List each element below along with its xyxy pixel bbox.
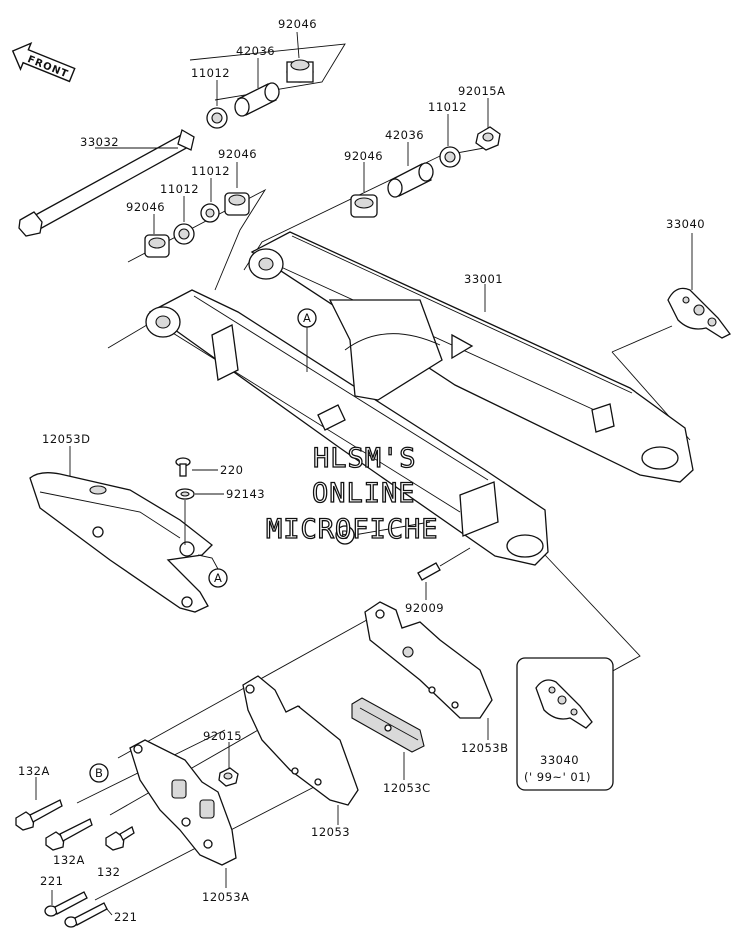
collar-92143: [175, 488, 195, 545]
label-92046-mid: 92046: [218, 147, 257, 161]
bolt-132A-1: [15, 799, 63, 831]
swingarm-33001: [145, 231, 694, 566]
watermark: HLSM'S ONLINE MICROFICHE: [265, 442, 439, 545]
bolt-132: [105, 826, 135, 851]
label-132A-1: 132A: [18, 764, 50, 778]
label-inset-years: (' 99~' 01): [524, 770, 591, 784]
bolt-132A-2: [45, 818, 93, 851]
label-92046-top: 92046: [278, 17, 317, 31]
svg-text:A: A: [214, 571, 222, 585]
label-11012-mid: 11012: [191, 164, 230, 178]
screw-220: [175, 457, 191, 477]
label-132: 132: [97, 865, 120, 879]
reference-marker-a-lower: A: [197, 554, 228, 588]
seal-11012-right: [439, 146, 461, 168]
label-92046-right: 92046: [344, 149, 383, 163]
label-11012-mid2: 11012: [160, 182, 199, 196]
reference-marker-b-upper: B: [335, 521, 431, 545]
label-12053A: 12053A: [202, 890, 249, 904]
leader-lines: [35, 31, 693, 916]
screw-221-1: [44, 891, 88, 917]
pivot-shaft-33032: [18, 129, 195, 237]
label-33040-inset: 33040: [540, 753, 579, 767]
svg-text:B: B: [95, 766, 103, 780]
bearing-92046-mid: [224, 192, 250, 216]
seal-11012-mid: [200, 203, 220, 223]
bearing-92046-right: [350, 194, 378, 218]
seal-11012-top: [206, 107, 228, 129]
label-42036-right: 42036: [385, 128, 424, 142]
label-11012-top: 11012: [191, 66, 230, 80]
collar-42036-top: [234, 82, 280, 117]
label-92015: 92015: [203, 729, 242, 743]
front-arrow-icon: FRONT: [11, 41, 76, 83]
label-12053B: 12053B: [461, 741, 508, 755]
label-33040: 33040: [666, 217, 705, 231]
label-220: 220: [220, 463, 243, 477]
part-labels: 92046 42036 11012 33032 92046 11012 1101…: [18, 17, 705, 924]
stud-92009: [417, 547, 471, 581]
label-92009: 92009: [405, 601, 444, 615]
label-221-1: 221: [40, 874, 63, 888]
chain-guard-12053A: [129, 739, 237, 866]
label-11012-right: 11012: [428, 100, 467, 114]
bearing-92046-top: [286, 59, 314, 83]
reference-marker-b-lower: B: [89, 763, 109, 783]
label-132A-2: 132A: [53, 853, 85, 867]
collar-42036-right: [387, 162, 434, 198]
label-33001: 33001: [464, 272, 503, 286]
label-92143: 92143: [226, 487, 265, 501]
watermark-line-1: HLSM'S: [313, 443, 417, 474]
chain-adjuster-33040: [667, 287, 731, 339]
svg-text:A: A: [303, 311, 311, 325]
label-92015A: 92015A: [458, 84, 505, 98]
nut-92015A: [475, 126, 501, 151]
chain-guide-12053D: [29, 472, 213, 613]
label-221-2: 221: [114, 910, 137, 924]
chain-slider-12053C: [351, 697, 425, 753]
watermark-line-2: ONLINE: [312, 478, 416, 509]
label-92046-left: 92046: [126, 200, 165, 214]
reference-marker-a-upper: A: [297, 308, 317, 372]
watermark-line-3: MICROFICHE: [266, 514, 439, 545]
svg-text:B: B: [341, 528, 349, 542]
seal-11012-mid2: [173, 223, 195, 245]
label-12053: 12053: [311, 825, 350, 839]
label-42036-top: 42036: [236, 44, 275, 58]
label-12053C: 12053C: [383, 781, 431, 795]
label-33032: 33032: [80, 135, 119, 149]
bearing-92046-left: [144, 234, 170, 258]
chain-guide-12053: [242, 675, 359, 806]
inset-box-33040: [516, 657, 614, 791]
label-12053D: 12053D: [42, 432, 90, 446]
chain-guide-12053B: [364, 601, 493, 719]
nut-92015: [218, 767, 239, 787]
